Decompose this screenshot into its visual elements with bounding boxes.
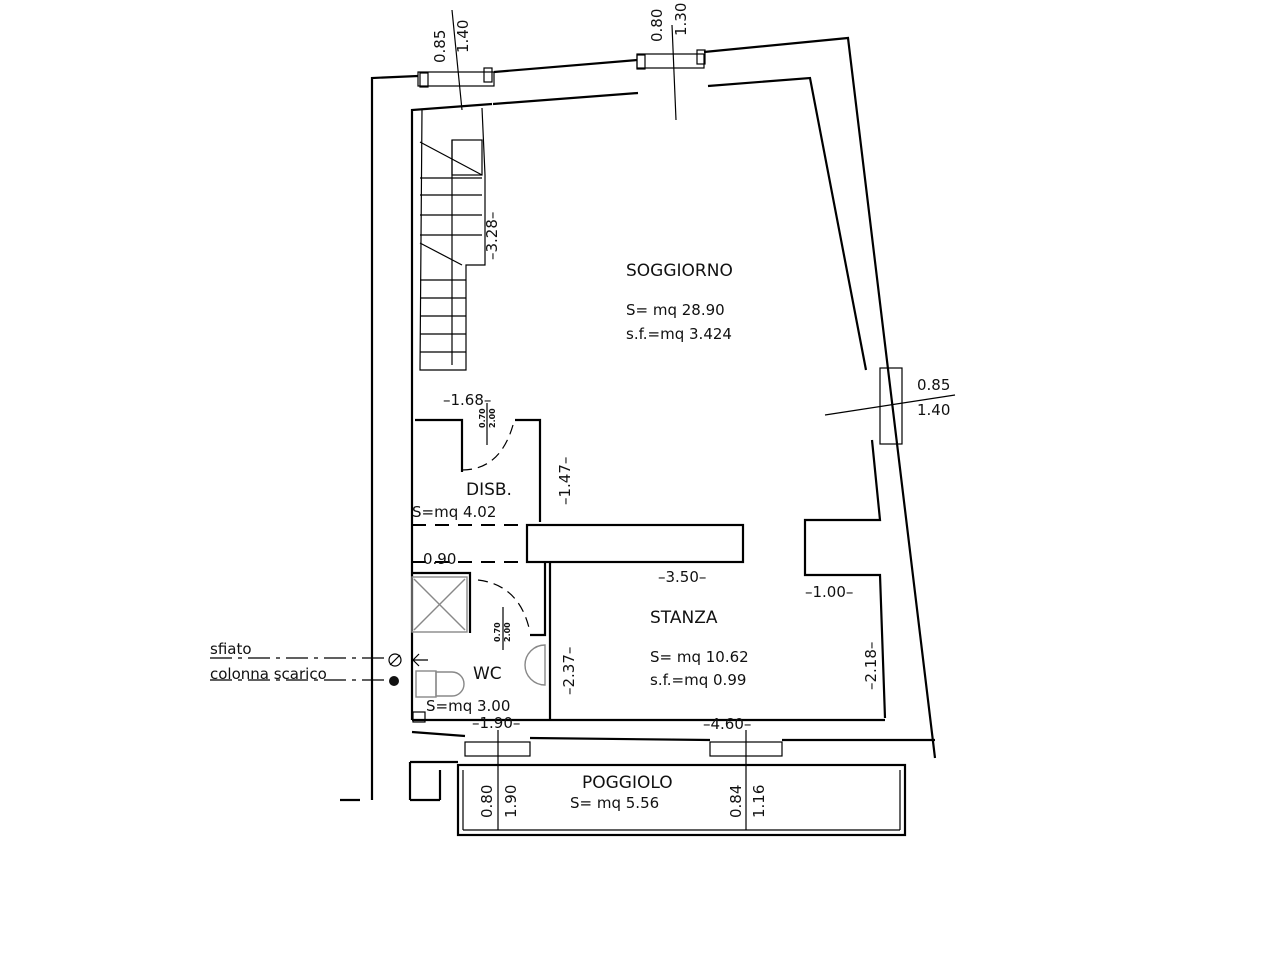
vent-note-line2: colonna scarico [210, 665, 327, 683]
dim-stanza-right: –2.18– [862, 642, 880, 690]
dim-wc-width-bottom: –1.90– [472, 714, 520, 732]
room-area-stanza: S= mq 10.62 [650, 648, 749, 666]
door-swings [412, 403, 531, 650]
dim-stair: –3.28– [483, 212, 501, 260]
room-name-wc: WC [473, 664, 502, 684]
room-name-stanza: STANZA [650, 608, 718, 628]
stair-treads [420, 177, 482, 353]
room-window-area-stanza: s.f.=mq 0.99 [650, 671, 746, 689]
door-stanza-balcony-width: 0.84 [727, 785, 745, 818]
win-right-width: 0.85 [917, 376, 950, 394]
dim-stanza-bottom: –4.60– [703, 715, 751, 733]
dim-stanza-top: –3.50– [658, 568, 706, 586]
room-window-area-soggiorno: s.f.=mq 3.424 [626, 325, 732, 343]
win-top-mid-width: 0.80 [648, 9, 666, 42]
room-area-soggiorno: S= mq 28.90 [626, 301, 725, 319]
vent-note-line1: sfiato [210, 640, 252, 658]
washbasin [524, 644, 546, 686]
room-area-poggiolo: S= mq 5.56 [570, 794, 659, 812]
dim-notch: –1.00– [805, 583, 853, 601]
walls [340, 36, 937, 837]
door-wc-balcony-width: 0.80 [478, 785, 496, 818]
door-wc-balcony-height: 1.90 [502, 785, 520, 818]
room-name-poggiolo: POGGIOLO [582, 773, 673, 793]
room-area-wc: S=mq 3.00 [426, 697, 510, 715]
dim-wc-width-top: 0.90 [423, 550, 456, 568]
shower-tray [411, 576, 468, 633]
door-disb-height: 2.00 [488, 408, 497, 428]
door-stanza-balcony-height: 1.16 [750, 785, 768, 818]
win-right-height: 1.40 [917, 401, 950, 419]
dim-disb-height: –1.47– [556, 457, 574, 505]
toilet-tank [415, 670, 437, 698]
door-wc-height: 2.00 [503, 622, 512, 642]
toilet-bowl [435, 671, 465, 697]
win-top-left-height: 1.40 [454, 20, 472, 53]
vent-marker [210, 653, 428, 686]
win-top-left-width: 0.85 [431, 30, 449, 63]
door-wc-width: 0.70 [493, 622, 502, 642]
windows [417, 9, 956, 830]
room-name-soggiorno: SOGGIORNO [626, 261, 733, 281]
dim-disb-width: –1.68– [443, 391, 491, 409]
staircase [419, 107, 486, 371]
dim-wc-height: –2.37– [560, 647, 578, 695]
win-top-mid-height: 1.30 [672, 3, 690, 36]
room-area-disb: S=mq 4.02 [412, 503, 496, 521]
door-disb-width: 0.70 [478, 408, 487, 428]
room-name-disb: DISB. [466, 480, 512, 500]
bathroom-fixtures [411, 576, 546, 723]
